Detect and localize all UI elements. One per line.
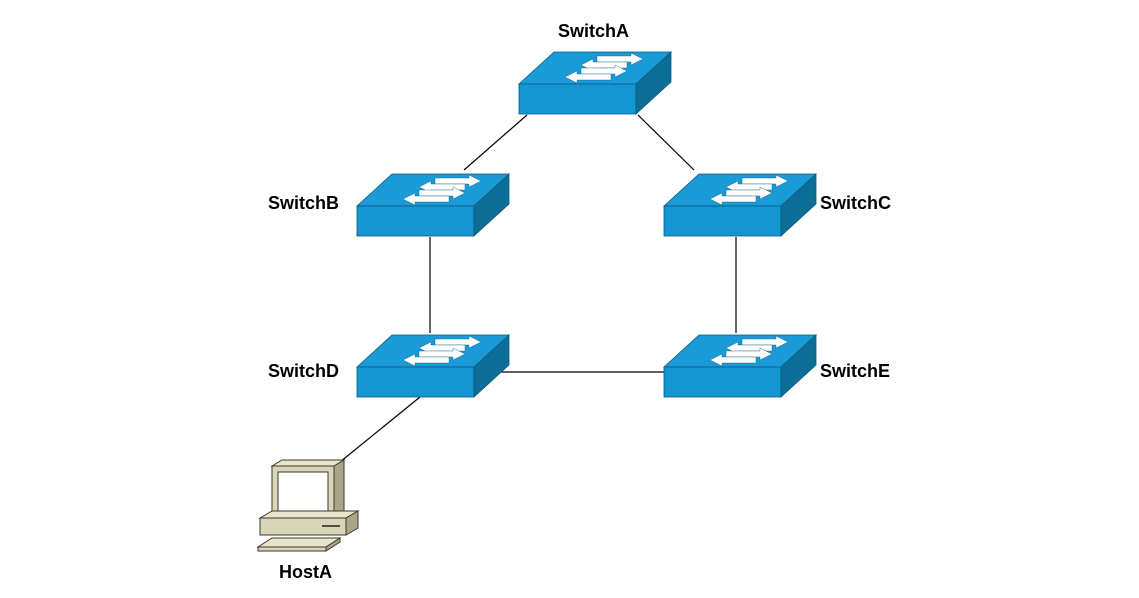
switch-a-label: SwitchA <box>558 21 630 41</box>
switch-e-label: SwitchE <box>820 361 891 381</box>
links <box>339 114 737 463</box>
link-d-host <box>339 396 421 463</box>
switch-e-icon[interactable] <box>663 334 817 398</box>
switch-d-label: SwitchD <box>268 361 340 381</box>
switch-c-icon[interactable] <box>663 173 817 237</box>
switch-b-label: SwitchB <box>268 193 340 213</box>
switch-b-icon[interactable] <box>356 173 510 237</box>
link-a-b <box>463 114 528 171</box>
host-a-label: HostA <box>279 562 332 582</box>
switch-d-icon[interactable] <box>356 334 510 398</box>
switch-c-label: SwitchC <box>820 193 892 213</box>
switch-a-icon[interactable] <box>518 51 672 115</box>
workstation-icon[interactable] <box>256 459 360 552</box>
link-a-c <box>637 114 695 171</box>
